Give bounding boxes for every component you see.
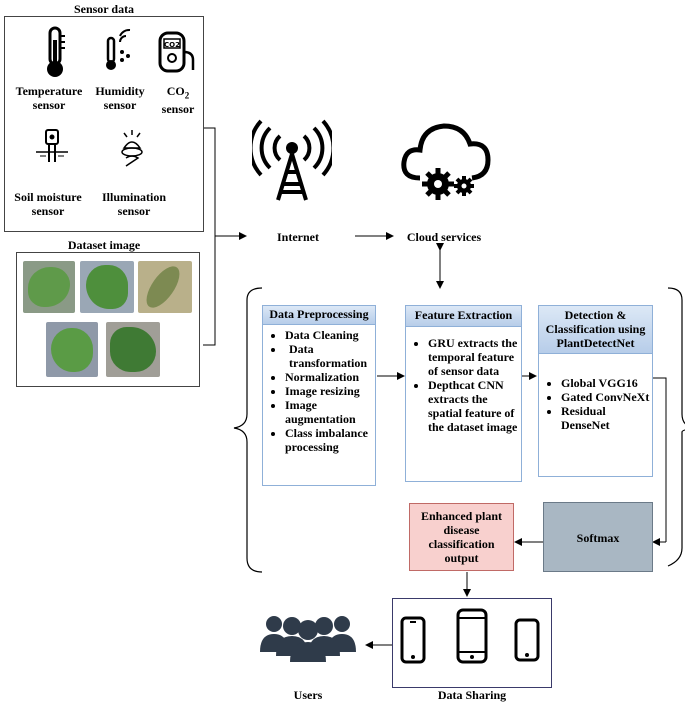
thermometer-icon	[47, 26, 65, 77]
data-preprocessing-box: Data Preprocessing Data Cleaning Data tr…	[262, 305, 376, 486]
soil-moisture-sensor-label: Soil moisture sensor	[14, 190, 82, 218]
list-item: Data transformation	[285, 342, 373, 370]
list-item: Normalization	[285, 370, 373, 384]
cloud-services-label: Cloud services	[406, 230, 482, 244]
temperature-sensor-label: Temperature sensor	[15, 84, 83, 112]
list-item: Global VGG16	[561, 376, 650, 390]
dataset-panel-title: Dataset image	[67, 238, 141, 252]
classification-output-box: Enhanced plant disease classification ou…	[409, 503, 514, 571]
list-item: Image resizing	[285, 384, 373, 398]
leaf-image-4	[46, 322, 98, 377]
co2-sensor-label: CO2 sensor	[161, 84, 195, 117]
internet-label: Internet	[277, 230, 319, 244]
feature-extraction-title: Feature Extraction	[406, 306, 521, 327]
list-item: Depthcat CNN extracts the spatial featur…	[428, 378, 519, 434]
list-item: Data Cleaning	[285, 328, 373, 342]
softmax-box: Softmax	[543, 502, 653, 572]
leaf-image-5	[106, 322, 160, 377]
smartphone-icon	[514, 618, 540, 662]
sensor-panel-title: Sensor data	[73, 2, 135, 16]
sensor-data-panel	[4, 16, 204, 232]
users-group-icon	[260, 616, 356, 662]
tablet-icon	[456, 608, 488, 664]
illumination-icon	[121, 130, 143, 167]
list-item: Gated ConvNeXt	[561, 390, 650, 404]
soil-moisture-icon	[36, 129, 68, 162]
preprocessing-list: Data Cleaning Data transformation Normal…	[263, 328, 373, 454]
leaf-image-1	[23, 261, 75, 313]
detection-classification-box: Detection & Classification using PlantDe…	[538, 305, 653, 477]
data-sharing-panel	[392, 598, 552, 688]
list-item: Image augmentation	[285, 398, 373, 426]
classification-output-label: Enhanced plant disease classification ou…	[420, 509, 503, 565]
svg-text:CO2: CO2	[164, 41, 180, 49]
list-item: Class imbalance processing	[285, 426, 373, 454]
leaf-image-2	[80, 261, 134, 313]
humidity-icon	[106, 28, 131, 70]
list-item: GRU extracts the temporal feature of sen…	[428, 336, 519, 378]
antenna-tower-icon	[252, 119, 332, 201]
leaf-image-3	[138, 261, 192, 313]
list-item: Residual DenseNet	[561, 404, 650, 432]
detection-model-list: Global VGG16 Gated ConvNeXt Residual Den…	[539, 376, 650, 432]
phone-icon	[400, 616, 426, 664]
illumination-sensor-label: Illumination sensor	[101, 190, 167, 218]
dataset-image-panel	[16, 252, 200, 387]
feature-extraction-box: Feature Extraction GRU extracts the temp…	[405, 305, 522, 482]
co2-sensor-icon: CO2	[158, 31, 195, 73]
softmax-label: Softmax	[576, 531, 620, 545]
users-label: Users	[293, 688, 323, 702]
cloud-gear-icon	[401, 123, 491, 200]
data-sharing-label: Data Sharing	[437, 688, 507, 702]
detection-classification-title: Detection & Classification using PlantDe…	[539, 306, 652, 354]
feature-extraction-list: GRU extracts the temporal feature of sen…	[406, 336, 519, 434]
data-preprocessing-title: Data Preprocessing	[263, 306, 375, 325]
humidity-sensor-label: Humidity sensor	[95, 84, 145, 112]
